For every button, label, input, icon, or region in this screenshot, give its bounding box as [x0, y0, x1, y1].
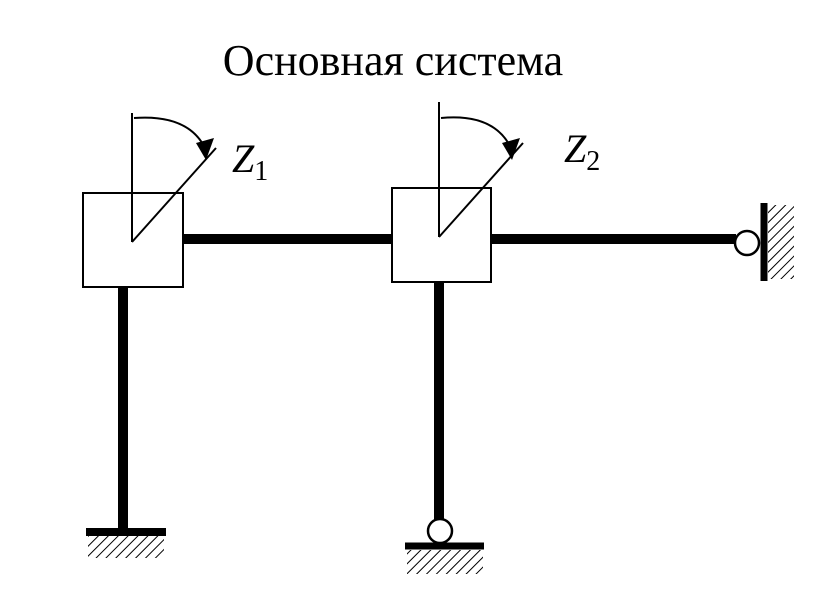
- pin-circle-middle: [426, 517, 454, 545]
- pin-support-right: [733, 203, 794, 281]
- diagram-title: Основная система: [223, 36, 563, 85]
- pin-circle-right: [733, 229, 761, 257]
- z2-label: Z2: [564, 126, 600, 177]
- pin-support-middle: [405, 517, 484, 574]
- z1-label: Z1: [232, 136, 268, 187]
- fixed-support-left: [86, 528, 166, 558]
- z1-arrowhead: [196, 138, 214, 160]
- z2-rotation-symbol: [438, 102, 524, 238]
- z2-arrowhead: [502, 138, 520, 160]
- z1-rotation-symbol: [131, 113, 217, 243]
